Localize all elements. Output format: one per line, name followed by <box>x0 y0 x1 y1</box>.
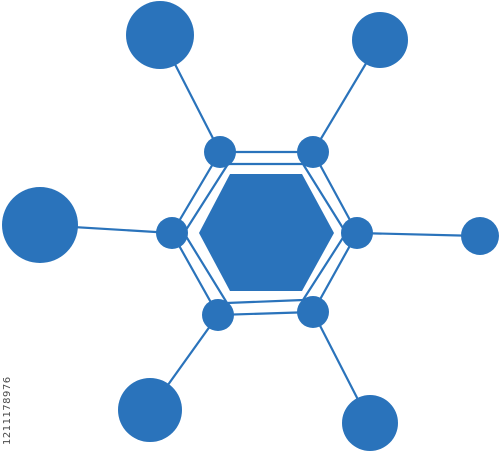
outer-atom <box>2 187 78 263</box>
outer-atom <box>126 1 194 69</box>
ring-atom <box>297 136 329 168</box>
outer-atom <box>461 217 499 255</box>
ring-atoms <box>156 136 373 331</box>
outer-atom <box>342 395 398 451</box>
ring-atom <box>202 299 234 331</box>
center-hexagon <box>199 174 334 291</box>
ring-atom <box>297 296 329 328</box>
ring-atom <box>156 217 188 249</box>
ring-atom <box>341 217 373 249</box>
outer-atom <box>352 12 408 68</box>
stock-id-label: 1211178976 <box>2 376 13 445</box>
outer-atom <box>118 378 182 442</box>
bond-line <box>356 231 481 238</box>
ring-atom <box>204 136 236 168</box>
